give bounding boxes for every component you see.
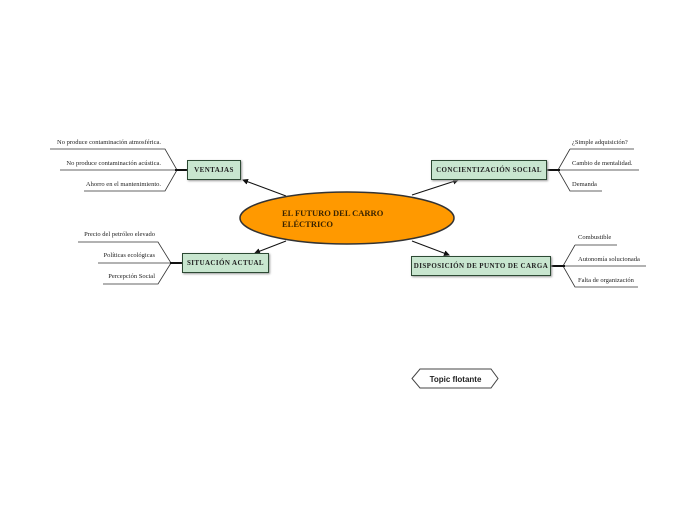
central-topic-ellipse [239, 191, 455, 245]
central-topic[interactable]: EL FUTURO DEL CARRO ELÉCTRICO [282, 208, 383, 230]
topic-ventajas[interactable]: VENTAJAS [187, 160, 241, 180]
central-topic-line1: EL FUTURO DEL CARRO [282, 208, 384, 218]
leaf-disposicion-1[interactable]: Combustible [578, 234, 612, 241]
leaf-disposicion-2[interactable]: Autonomía solucionada [578, 256, 640, 263]
arrow-to-ventajas [242, 178, 287, 197]
arrow-to-situacion [254, 240, 287, 254]
topic-situacion-actual[interactable]: SITUACIÓN ACTUAL [182, 253, 269, 273]
leaf-concientizacion-1[interactable]: ¿Simple adquisición? [572, 139, 628, 146]
leaf-disposicion-3[interactable]: Falta de organización [578, 277, 634, 284]
leaf-ventajas-3[interactable]: Ahorro en el mantenimiento. [85, 181, 161, 188]
leaf-ventajas-1[interactable]: No produce contaminación atmosférica. [57, 139, 161, 146]
topic-disposicion-punto-carga[interactable]: DISPOSICIÓN DE PUNTO DE CARGA [411, 256, 551, 276]
arrow-to-concientizacion [411, 178, 459, 196]
leaf-concientizacion-3[interactable]: Demanda [572, 181, 597, 188]
floating-topic[interactable]: Topic flotante [429, 374, 482, 384]
leaf-situacion-2[interactable]: Políticas ecológicas [103, 252, 155, 259]
leaf-situacion-1[interactable]: Precio del petróleo elevado [84, 231, 155, 238]
leaf-situacion-3[interactable]: Percepción Social [108, 273, 155, 280]
central-topic-line2: ELÉCTRICO [282, 219, 334, 229]
arrow-to-disposicion [411, 240, 450, 257]
leaf-concientizacion-2[interactable]: Cambio de mentalidad. [572, 160, 633, 167]
leaf-ventajas-2[interactable]: No produce contaminación acústica. [66, 160, 161, 167]
floating-topic-shape [411, 368, 499, 389]
topic-concientizacion-social[interactable]: CONCIENTIZACIÓN SOCIAL [431, 160, 547, 180]
